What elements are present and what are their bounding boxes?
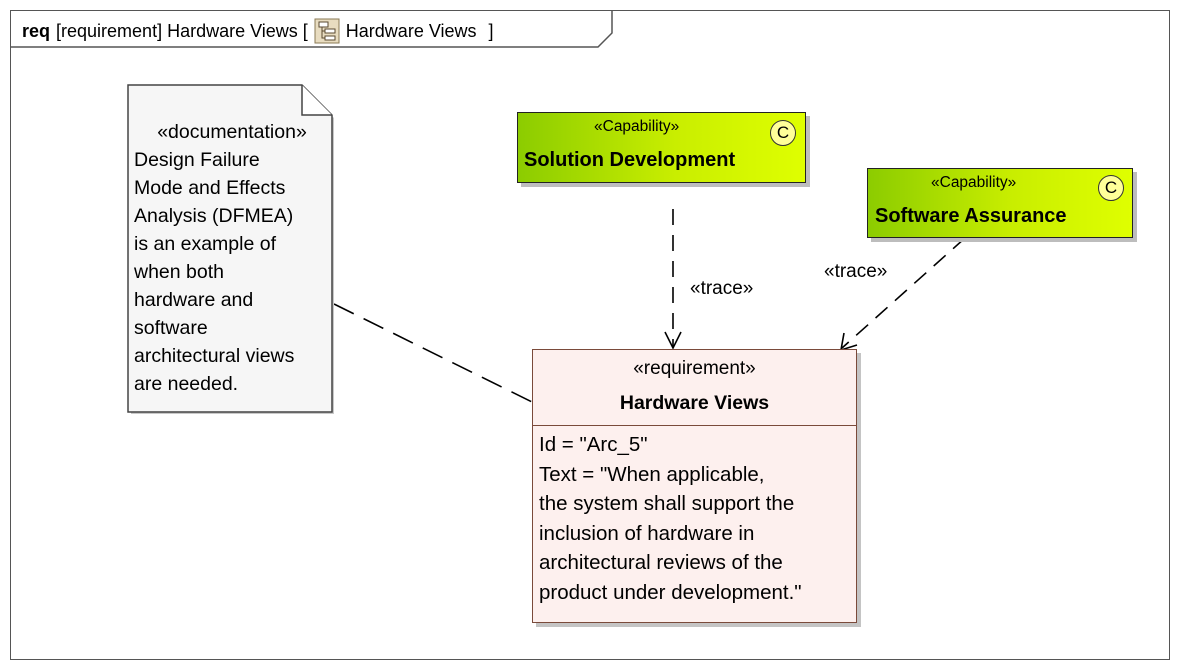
requirement-header: «requirement» Hardware Views [533,350,856,426]
capability-name: Solution Development [524,149,736,171]
diagram-header-close: ] [488,20,494,41]
trace-line-software-assurance [841,237,966,349]
note-line: Design Failure [134,149,260,171]
requirement-name: Hardware Views [619,392,770,414]
requirement-body: Id = "Arc_5" Text = "When applicable, th… [539,430,802,607]
capability-software-assurance[interactable]: «Capability» Software Assurance C [867,168,1133,238]
diagram-header-label: [requirement] Hardware Views [ [56,20,308,41]
note-line: when both [134,261,224,283]
requirement-line: Text = "When applicable, [539,462,765,486]
trace-arrowhead-1 [664,331,682,350]
requirement-stereotype: «requirement» [633,358,756,379]
requirement-hardware-views[interactable]: «requirement» Hardware Views Id = "Arc_5… [532,349,857,623]
note-anchor-line [333,303,533,403]
requirement-line: the system shall support the [539,492,795,515]
diagram-header: req [requirement] Hardware Views [ Hardw… [22,18,494,44]
note-line: software [134,317,208,339]
documentation-note[interactable] [127,84,334,414]
diagram-name: Hardware Views [345,20,477,41]
capability-name: Software Assurance [875,205,1067,227]
requirement-line: inclusion of hardware in [539,521,755,545]
capability-stereotype: «Capability» [931,174,1017,191]
requirement-line: product under development." [539,580,802,604]
note-line: Analysis (DFMEA) [134,205,294,227]
documentation-note-text: «documentation» Design Failure Mode and … [134,118,330,398]
diagram-icon [314,18,340,44]
requirement-line: Id = "Arc_5" [539,433,648,456]
requirement-line: architectural reviews of the [539,551,783,574]
diagram-frame [10,10,1170,660]
note-line: hardware and [134,289,254,311]
note-line: architectural views [134,345,295,367]
note-line: Mode and Effects [134,177,286,199]
trace-label: «trace» [824,261,888,282]
capability-solution-development[interactable]: «Capability» Solution Development C [517,112,806,183]
diagram-kind: req [22,20,51,41]
capability-stereotype: «Capability» [594,118,680,135]
frame-header-tab [10,10,613,48]
capability-icon: C [1098,175,1124,201]
capability-icon: C [770,120,796,146]
note-line: are needed. [134,373,239,395]
note-stereotype: «documentation» [157,121,307,143]
note-line: is an example of [134,233,276,255]
trace-label: «trace» [690,278,754,299]
